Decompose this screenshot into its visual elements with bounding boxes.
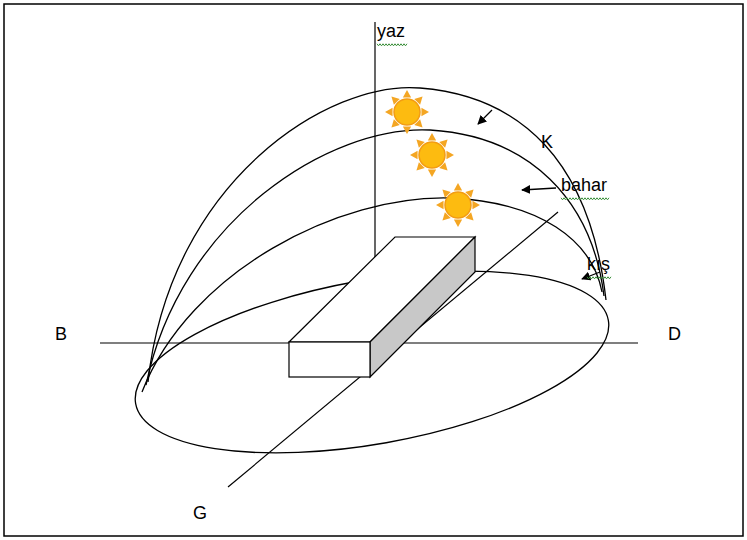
sun-ray (410, 151, 418, 159)
sun-ray (454, 183, 462, 191)
summer-pointer (478, 110, 492, 124)
sun-symbol (385, 90, 429, 134)
building-front (289, 342, 370, 377)
summer-arc (148, 88, 606, 382)
sun-ray (421, 108, 429, 116)
building-side (370, 237, 475, 377)
winter-arc (142, 198, 602, 392)
direction-label: D (668, 325, 681, 345)
direction-label: yaz (377, 22, 405, 42)
spell-squiggle (587, 277, 611, 279)
spell-squiggle (561, 198, 609, 200)
sun-disc (445, 192, 471, 218)
sun-ray (436, 201, 444, 209)
zenith-axis (374, 22, 375, 270)
sun-disc (394, 99, 420, 125)
spring-pointer (522, 188, 556, 190)
direction-label: B (55, 325, 67, 345)
sun-ray (428, 169, 436, 177)
sun-ray (472, 201, 480, 209)
sun-ray (403, 90, 411, 98)
sun-ray (385, 108, 393, 116)
sun-ray (454, 219, 462, 227)
direction-label: kış (587, 255, 610, 275)
sun-symbol (410, 133, 454, 177)
sun-ray (428, 133, 436, 141)
spring-arc (146, 130, 604, 385)
spell-squiggle (377, 44, 407, 46)
sun-symbol (436, 183, 480, 227)
sun-disc (419, 142, 445, 168)
direction-label: K (541, 133, 553, 153)
sun-ray (403, 126, 411, 134)
direction-label: bahar (561, 176, 607, 196)
frame (4, 4, 743, 536)
sun-ray (446, 151, 454, 159)
direction-label: G (193, 504, 207, 524)
north-south-axis (228, 212, 558, 487)
